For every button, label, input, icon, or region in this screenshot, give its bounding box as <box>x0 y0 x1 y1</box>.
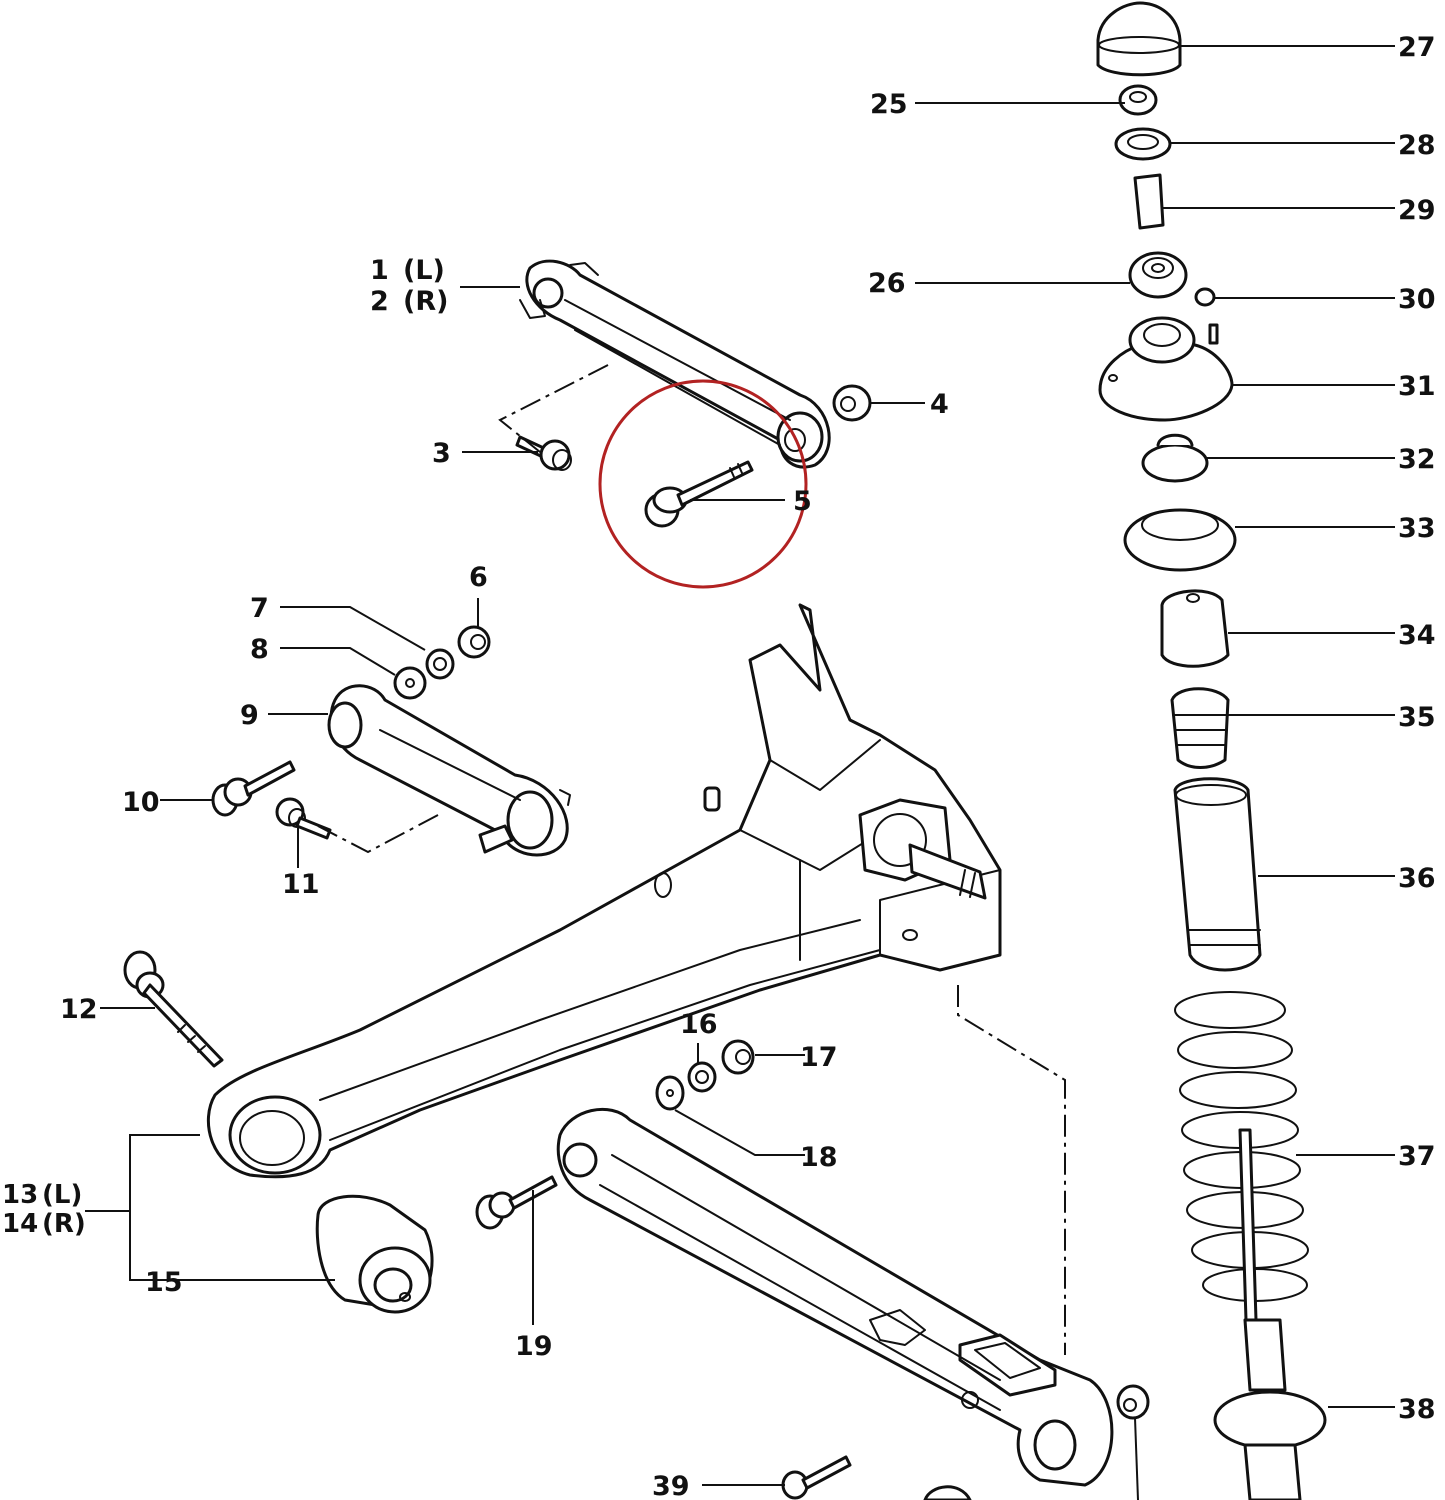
upper-control-arm-1-2 <box>519 259 831 469</box>
label-8: 8 <box>250 634 269 665</box>
label-12: 12 <box>60 994 98 1025</box>
label-3: 3 <box>432 438 451 469</box>
boot-36 <box>1173 777 1262 972</box>
lower-link-arm <box>556 1107 1114 1487</box>
label-1-side: (L) <box>403 255 445 286</box>
label-6: 6 <box>469 562 488 593</box>
label-14-side: (R) <box>42 1209 86 1239</box>
label-35: 35 <box>1398 702 1436 733</box>
label-14: 14 <box>2 1209 38 1239</box>
bolt-12 <box>123 950 224 1068</box>
label-18: 18 <box>800 1142 838 1173</box>
label-16: 16 <box>680 1009 718 1040</box>
label-7: 7 <box>250 593 269 624</box>
label-15: 15 <box>145 1267 183 1298</box>
dust-cap-27 <box>1096 1 1182 77</box>
top-mount-31 <box>1098 343 1234 422</box>
leader-lines <box>85 45 1395 1500</box>
nut-4 <box>832 384 872 422</box>
bushing-15 <box>315 1194 434 1314</box>
label-13: 13 <box>2 1180 38 1210</box>
trailing-arm-13-14 <box>206 603 1002 1179</box>
washer-nut-6-7-8 <box>393 625 491 700</box>
part-labels: 27 25 28 29 26 30 31 32 33 34 35 36 37 3… <box>2 32 1436 1500</box>
highlight-circle-5 <box>598 379 808 589</box>
bolt-10 <box>211 760 296 817</box>
label-13-side: (L) <box>42 1180 82 1210</box>
bolt-5 <box>644 460 754 528</box>
nut-30 <box>1194 287 1216 307</box>
label-36: 36 <box>1398 863 1436 894</box>
bolt-3 <box>515 435 572 471</box>
bolt-11 <box>275 797 332 840</box>
bump-rubber-35 <box>1170 687 1230 769</box>
shock-absorber-38 <box>1213 1128 1327 1500</box>
bolt-39 <box>781 1455 852 1500</box>
label-9: 9 <box>240 700 259 731</box>
label-5: 5 <box>793 486 812 517</box>
label-37: 37 <box>1398 1141 1436 1172</box>
label-26: 26 <box>868 268 906 299</box>
bolt-19 <box>475 1175 558 1230</box>
washer-nut-16-17-18 <box>655 1039 755 1111</box>
label-39: 39 <box>652 1471 690 1500</box>
label-31: 31 <box>1398 371 1436 402</box>
label-29: 29 <box>1398 195 1436 226</box>
label-19: 19 <box>515 1331 553 1362</box>
label-34: 34 <box>1398 620 1436 651</box>
sleeve-29 <box>1133 173 1165 230</box>
lateral-link-9 <box>327 684 571 857</box>
label-33: 33 <box>1398 513 1436 544</box>
label-32: 32 <box>1398 444 1436 475</box>
label-25: 25 <box>870 89 908 120</box>
label-2: 2 <box>370 286 389 317</box>
label-2-side: (R) <box>403 286 448 317</box>
label-10: 10 <box>122 787 160 818</box>
label-1: 1 <box>370 255 389 286</box>
washer-28 <box>1114 127 1172 161</box>
bottom-fragment <box>923 1485 972 1500</box>
label-28: 28 <box>1398 130 1436 161</box>
bump-stop-34 <box>1160 589 1230 668</box>
label-4: 4 <box>930 389 949 420</box>
label-30: 30 <box>1398 284 1436 315</box>
strut-stack <box>1096 1 1327 1500</box>
label-27: 27 <box>1398 32 1436 63</box>
alignment-lines <box>317 364 1066 1355</box>
label-17: 17 <box>800 1042 838 1073</box>
bearing-32 <box>1141 443 1209 483</box>
bushing-26 <box>1128 251 1188 299</box>
nut-25 <box>1118 84 1158 116</box>
label-11: 11 <box>282 869 320 900</box>
label-38: 38 <box>1398 1394 1436 1425</box>
arm-end-nut <box>1116 1384 1150 1420</box>
